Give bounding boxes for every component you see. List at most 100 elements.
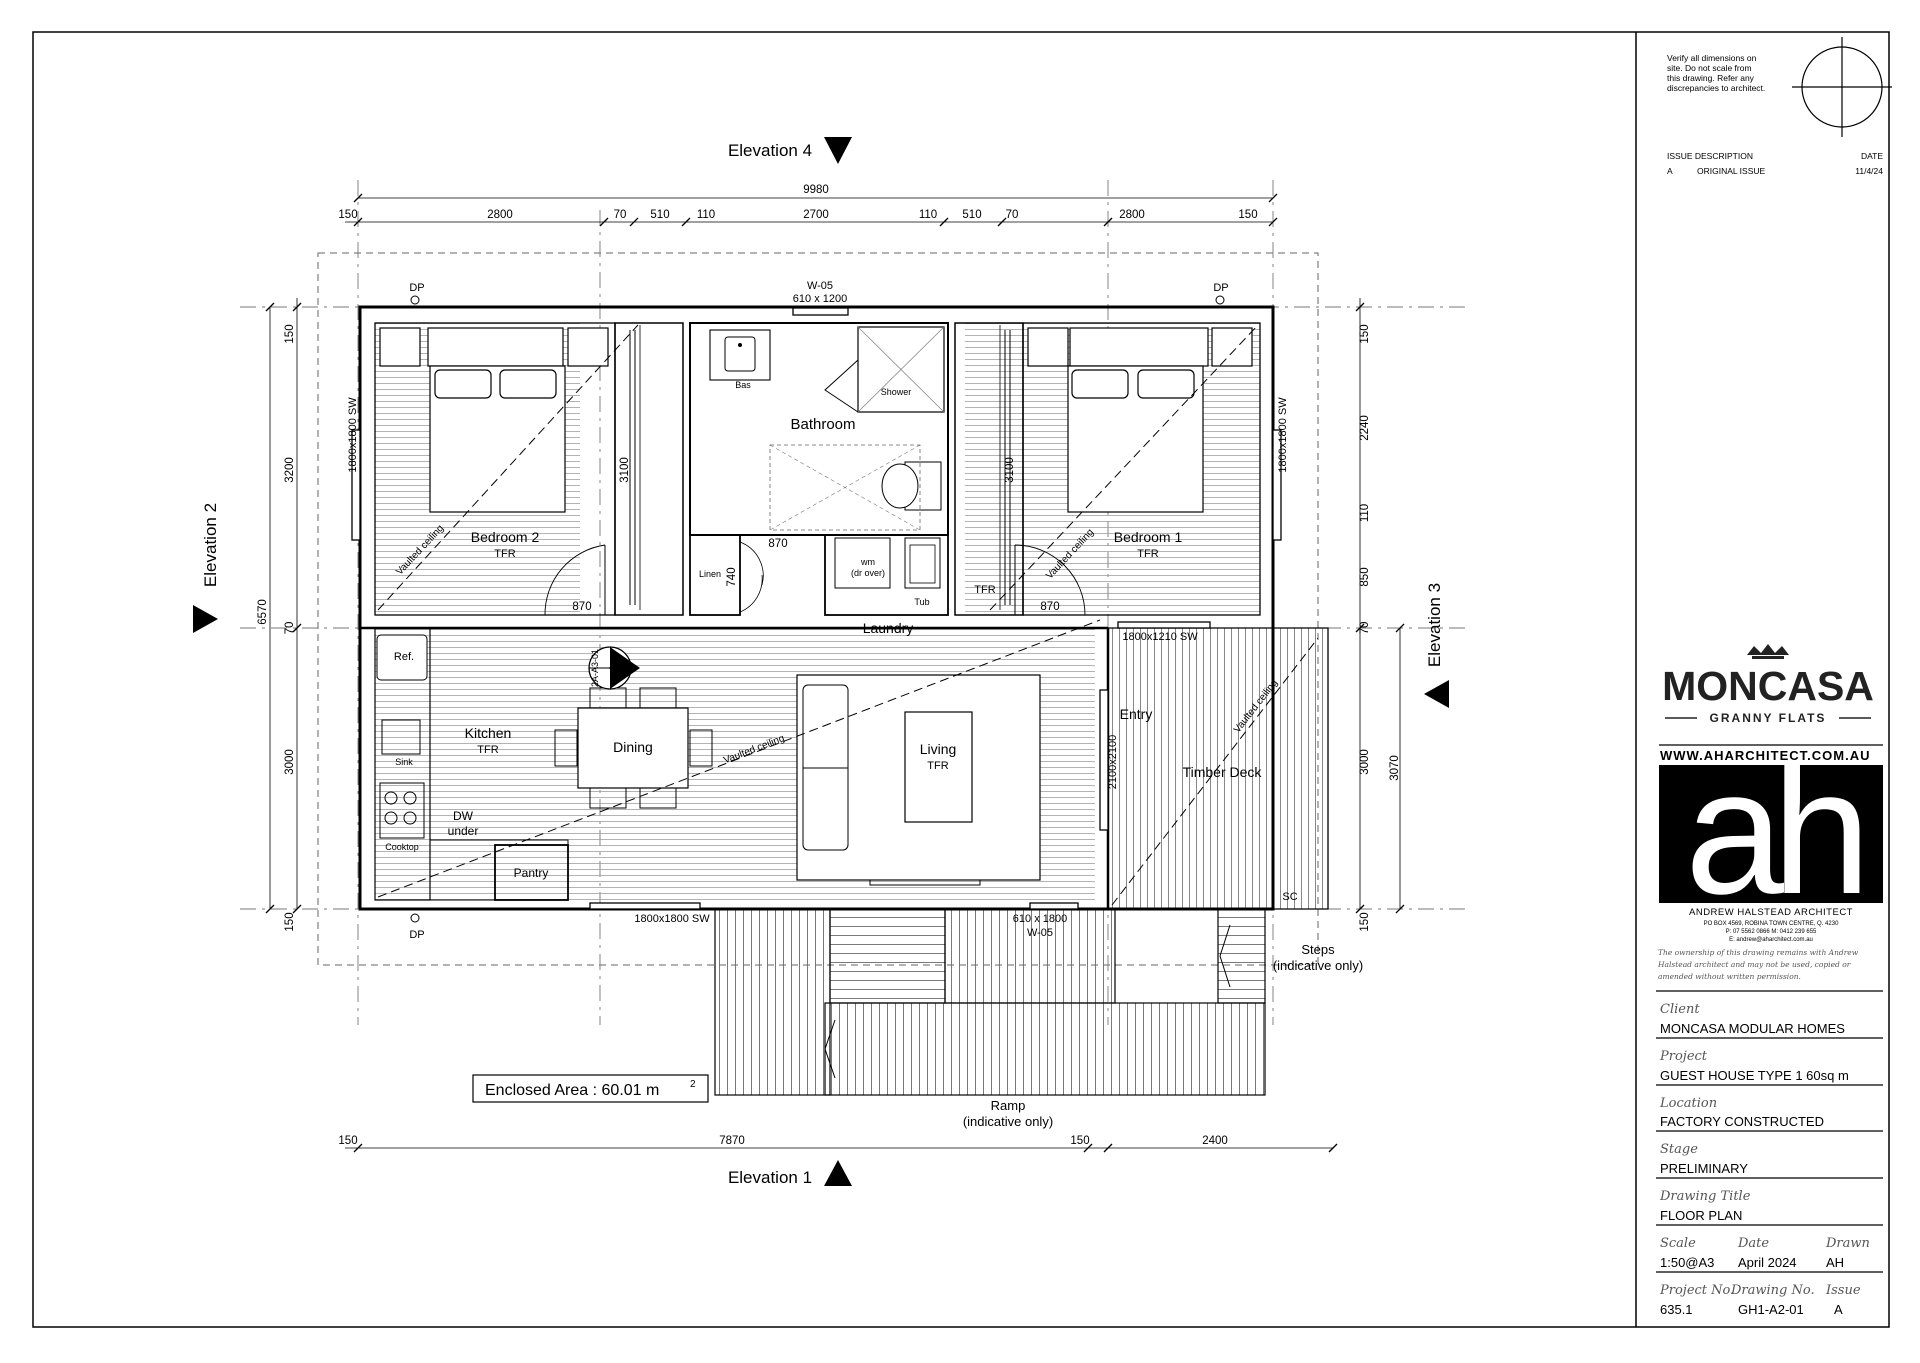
label-wm: wm (860, 557, 875, 567)
label-dr-over: (dr over) (851, 568, 885, 578)
copyright-1: Halstead architect and may not be used, … (1657, 960, 1851, 969)
label-bedroom1-tfr: TFR (1137, 548, 1158, 560)
dim-top-3: 510 (650, 209, 669, 221)
issue-value: A (1834, 1302, 1843, 1317)
sw-deck: 1800x1210 SW (1122, 631, 1198, 643)
verify-note-2: this drawing. Refer any (1667, 73, 1755, 83)
w05-top: W-05 (807, 280, 833, 292)
elevation-2-arrow (193, 605, 218, 633)
project-no-label: Project No. (1659, 1283, 1734, 1298)
dim-top-9: 2800 (1119, 209, 1145, 221)
w05-bottom-size: 610 x 1800 (1013, 913, 1067, 925)
title-block: Verify all dimensions on site. Do not sc… (1656, 53, 1883, 1317)
label-sc: SC (1282, 891, 1297, 903)
sw-left: 1800x1800 SW (347, 397, 359, 473)
label-dining: Dining (613, 739, 653, 755)
dim-door-bed1: 870 (1040, 601, 1059, 613)
sheet-border (32, 31, 1890, 1328)
label-bedroom1: Bedroom 1 (1114, 529, 1183, 545)
drawing-title-label: Drawing Title (1659, 1189, 1751, 1204)
dim-right-5: 3000 (1359, 749, 1371, 775)
vaulted-lines (377, 324, 1319, 906)
dim-deck-depth: 3070 (1389, 755, 1401, 781)
project-label: Project (1659, 1049, 1708, 1064)
crown-icon (1747, 644, 1789, 655)
dim-top-10: 150 (1238, 209, 1257, 221)
elevation-markers: Elevation 4 Elevation 1 Elevation 2 Elev… (193, 137, 1449, 1187)
label-living: Living (920, 741, 957, 757)
label-bedroom2: Bedroom 2 (471, 529, 540, 545)
copyright-2: amended without written permission. (1658, 972, 1801, 981)
drawn-value: AH (1826, 1255, 1844, 1270)
dim-door-linen: 740 (726, 567, 738, 586)
dim-left-2: 70 (284, 622, 296, 635)
location-value: FACTORY CONSTRUCTED (1660, 1114, 1824, 1129)
dim-left-total: 6570 (257, 599, 269, 625)
client-label: Client (1660, 1002, 1700, 1017)
dim-top-1: 2800 (487, 209, 513, 221)
elevation-3-label: Elevation 3 (1425, 583, 1444, 667)
north-point (1792, 37, 1892, 137)
steps (1217, 908, 1266, 1004)
elevation-4-label: Elevation 4 (728, 141, 812, 160)
label-timber-deck: Timber Deck (1183, 764, 1263, 780)
drawing-no-label: Drawing No. (1730, 1283, 1815, 1298)
label-cooktop: Cooktop (385, 842, 419, 852)
issue-header-date: DATE (1861, 151, 1883, 161)
window-labels: W-05 610 x 1200 1800x1800 SW 1800x1800 S… (347, 280, 1289, 939)
label-dw-under: under (448, 824, 479, 838)
label-bathroom: Bathroom (790, 416, 855, 433)
issue-label: Issue (1825, 1283, 1861, 1298)
plan (240, 180, 1465, 1096)
label-ramp-note: (indicative only) (963, 1114, 1053, 1129)
scale-value: 1:50@A3 (1660, 1255, 1714, 1270)
ah-logo (1659, 765, 1883, 903)
bed-bedroom2 (379, 327, 609, 513)
label-linen: Linen (699, 569, 721, 579)
label-ramp: Ramp (991, 1098, 1026, 1113)
dim-top-6: 110 (919, 209, 937, 221)
dim-bed2-depth: 3100 (619, 457, 631, 483)
dim-top-5: 2700 (803, 209, 829, 221)
dimensions (265, 193, 1405, 1153)
dim-top-total: 9980 (803, 184, 829, 196)
label-dp-tl: DP (409, 282, 424, 294)
label-bas: Bas (735, 380, 751, 390)
dim-bed1-depth: 3100 (1004, 457, 1016, 483)
label-living-tfr: TFR (927, 760, 948, 772)
label-steps: Steps (1301, 942, 1335, 957)
label-steps-note: (indicative only) (1273, 958, 1363, 973)
section-letter: A (608, 664, 619, 671)
firm-name: ANDREW HALSTEAD ARCHITECT (1689, 907, 1853, 918)
verify-note-1: site. Do not scale from (1667, 63, 1752, 73)
issue-rev: A (1667, 166, 1673, 176)
enclosed-area: Enclosed Area : 60.01 m 2 (472, 1074, 709, 1103)
drawing-no-value: GH1-A2-01 (1738, 1302, 1804, 1317)
scale-label: Scale (1660, 1236, 1696, 1251)
label-kitchen: Kitchen (465, 725, 512, 741)
firm-address: PO BOX 4569, ROBINA TOWN CENTRE, Q. 4230 (1704, 921, 1839, 927)
project-value: GUEST HOUSE TYPE 1 60sq m (1660, 1068, 1849, 1083)
entry-door-size: 2100x2100 (1107, 735, 1119, 789)
elevation-1-arrow (824, 1160, 852, 1186)
enclosed-area-sup: 2 (690, 1079, 696, 1090)
label-bedroom2-tfr: TFR (494, 548, 515, 560)
dim-left-1: 3200 (284, 457, 296, 483)
issue-date: 11/4/24 (1855, 166, 1883, 176)
label-robe-tfr: TFR (974, 584, 995, 596)
brand-web: WWW.AHARCHITECT.COM.AU (1660, 748, 1870, 763)
client-value: MONCASA MODULAR HOMES (1660, 1021, 1845, 1036)
firm-email: E: andrew@aharchitect.com.au (1729, 937, 1813, 943)
w05-bottom: W-05 (1027, 927, 1053, 939)
dim-bottom-0: 150 (338, 1135, 357, 1147)
dim-top-4: 110 (697, 209, 715, 221)
date-value: April 2024 (1738, 1255, 1797, 1270)
brand-name: MONCASA (1662, 663, 1874, 709)
w05-top-size: 610 x 1200 (793, 293, 847, 305)
drawing-title-value: FLOOR PLAN (1660, 1208, 1742, 1223)
windows (351, 307, 1282, 910)
dim-right-1: 2240 (1359, 415, 1371, 441)
dim-bottom-2: 150 (1070, 1135, 1089, 1147)
dim-bottom-1: 7870 (719, 1135, 745, 1147)
